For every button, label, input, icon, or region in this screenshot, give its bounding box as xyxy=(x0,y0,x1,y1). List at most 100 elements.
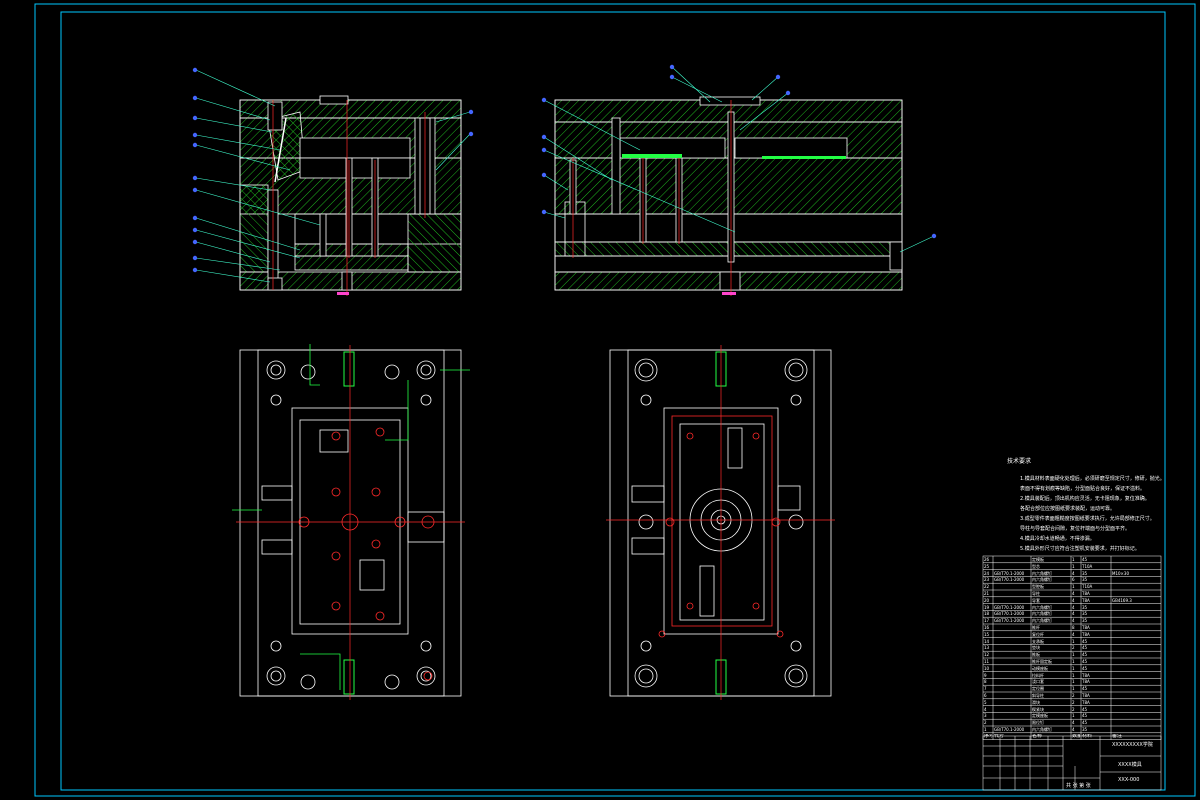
side-leaders xyxy=(543,66,935,253)
parts-table-cell: 35 xyxy=(1082,611,1088,617)
parts-table-cell: 内六角螺钉 xyxy=(1032,604,1052,610)
drawing-number: XXX-000 xyxy=(1118,777,1140,783)
parts-table-cell: 浇口套 xyxy=(1032,679,1044,685)
parts-table-cell: 1 xyxy=(1072,672,1075,678)
parts-table-cell: 45 xyxy=(1082,665,1088,671)
parts-table-cell: 7 xyxy=(984,686,987,692)
parts-table-cell: 8 xyxy=(984,679,987,685)
parts-table-cell: 动模座板 xyxy=(1032,665,1048,671)
parts-table-cell: 导柱 xyxy=(1032,591,1040,596)
parts-table-cell: 35 xyxy=(1082,577,1088,583)
parts-table-cell: 导套 xyxy=(1032,597,1040,603)
parts-table-cell: 1 xyxy=(1072,679,1075,685)
parts-table-header-cell: 数量 xyxy=(1072,733,1080,739)
parts-table-cell: 20 xyxy=(984,597,990,603)
title-block-grid xyxy=(982,735,1162,791)
parts-table-cell: T8A xyxy=(1082,693,1090,698)
parts-table-cell: 1 xyxy=(1072,584,1075,590)
parts-table-cell: 35 xyxy=(1082,618,1088,624)
parts-table-cell: 26 xyxy=(984,557,990,562)
parts-table-cell: 13 xyxy=(984,645,990,651)
parts-table-cell: 45 xyxy=(1082,659,1088,664)
parts-table-cell: 3 xyxy=(984,713,987,719)
drawing-name: XXXX模具 xyxy=(1118,762,1142,768)
side-centerlines xyxy=(572,100,732,296)
parts-table-cell: 15 xyxy=(984,631,990,637)
parts-table-cell: 4 xyxy=(984,706,987,712)
parts-table-cell: 楔紧块 xyxy=(1032,706,1044,712)
parts-table-cell: 推板 xyxy=(1032,652,1040,658)
parts-table-cell: 内六角螺钉 xyxy=(1032,570,1052,576)
parts-table-cell: 35 xyxy=(1082,604,1088,610)
parts-table-header-cell: 序号 xyxy=(984,733,992,739)
parts-table-cell: 45 xyxy=(1082,706,1088,712)
front-dim-mark xyxy=(337,292,349,295)
plan-left-red-holes xyxy=(298,427,435,681)
side-highlight-2 xyxy=(762,156,846,159)
parts-table-cell: 22 xyxy=(984,584,990,590)
note-line: 3.成型零件表面粗糙度按图纸要求执行，允许局部修正尺寸。 xyxy=(1020,516,1155,522)
parts-table-cell: 23 xyxy=(984,577,990,583)
note-line: 各配合部位应按图纸要求装配，运动可靠。 xyxy=(1020,506,1116,512)
parts-table-cell: GB/T70.1-2000 xyxy=(994,611,1025,617)
parts-table-cell: 4 xyxy=(1072,720,1075,726)
parts-table-cell: 6 xyxy=(984,693,987,698)
parts-table-cell: GB/T70.1-2000 xyxy=(994,570,1025,576)
parts-table-cell: 1 xyxy=(1072,638,1075,644)
parts-table-cell: 4 xyxy=(1072,570,1075,576)
parts-table-cell: 1 xyxy=(1072,686,1075,692)
parts-table-cell: 4 xyxy=(1072,597,1075,603)
note-line: 2.模具装配后，顶出机构应灵活，无卡阻现象，复位准确。 xyxy=(1020,496,1150,502)
parts-table-cell: 45 xyxy=(1082,652,1088,658)
parts-table-cell: 10 xyxy=(984,665,990,671)
parts-table-cell: T10A xyxy=(1082,563,1093,569)
parts-table-cell: 定模板 xyxy=(1032,557,1044,562)
plan-left-guide-slots xyxy=(343,351,355,695)
parts-table-cell: GB/T70.1-2000 xyxy=(994,577,1025,583)
parts-table-cell: GB/T70.1-2000 xyxy=(994,604,1025,610)
parts-table-cell: 2 xyxy=(1072,706,1075,712)
parts-table-cell: 1 xyxy=(1072,563,1075,569)
school-name: XXXXXXXXX学院 xyxy=(1112,742,1153,748)
note-line: 表面不得有划痕等缺陷，分型面贴合良好，保证不溢料。 xyxy=(1020,486,1146,492)
front-section-view xyxy=(239,95,462,291)
parts-table-cell: M10×30 xyxy=(1112,570,1129,576)
parts-table-cell: 25 xyxy=(984,563,990,569)
parts-table-cell: T8A xyxy=(1082,699,1090,705)
parts-table-cell: 35 xyxy=(1082,570,1088,576)
parts-table-cell: 推杆固定板 xyxy=(1032,659,1052,664)
parts-table-cell: GB/T70.1-2000 xyxy=(994,618,1025,624)
parts-table-cell: T8A xyxy=(1082,591,1090,596)
note-line: 4.模具冷却水道畅通，不得渗漏。 xyxy=(1020,536,1095,542)
parts-table-cell: 16 xyxy=(984,625,990,630)
parts-table-cell: 内六角螺钉 xyxy=(1032,577,1052,583)
parts-table-cell: 垫块 xyxy=(1032,645,1040,651)
parts-table-cell: 9 xyxy=(984,672,987,678)
front-balloons xyxy=(192,67,474,273)
parts-table-cell: T8A xyxy=(1082,597,1090,603)
plan-left-centerlines xyxy=(236,345,465,700)
plan-right-centerlines xyxy=(606,345,835,700)
parts-table-cell: 内六角螺钉 xyxy=(1032,618,1052,624)
parts-table-cell: 45 xyxy=(1082,645,1088,651)
side-balloons xyxy=(541,64,937,239)
side-highlight-1 xyxy=(622,154,682,158)
parts-table-cell: 11 xyxy=(984,659,990,664)
side-dim-mark xyxy=(722,292,736,295)
parts-table-cell: 1 xyxy=(984,727,987,732)
parts-table-cell: 4 xyxy=(1072,631,1075,637)
parts-table-cell: 1 xyxy=(1072,659,1075,664)
front-leaders xyxy=(195,69,471,283)
parts-table-cell: 1 xyxy=(1072,713,1075,719)
parts-table-cell: 19 xyxy=(984,604,990,610)
parts-table-cell: 8 xyxy=(1072,625,1075,630)
parts-table-cell: 4 xyxy=(1072,604,1075,610)
parts-table-cell: 24 xyxy=(984,570,990,576)
note-line: 1.模具材料表面硬化处理后，必须研磨至规定尺寸，修研，抛光。 xyxy=(1020,476,1165,482)
parts-table-cell: 型芯 xyxy=(1032,563,1040,569)
parts-table-cell: 1 xyxy=(1072,557,1075,562)
parts-table-cell: 45 xyxy=(1082,713,1088,719)
parts-table-cell: 21 xyxy=(984,591,990,596)
parts-table-cell: 推杆 xyxy=(1032,625,1040,630)
